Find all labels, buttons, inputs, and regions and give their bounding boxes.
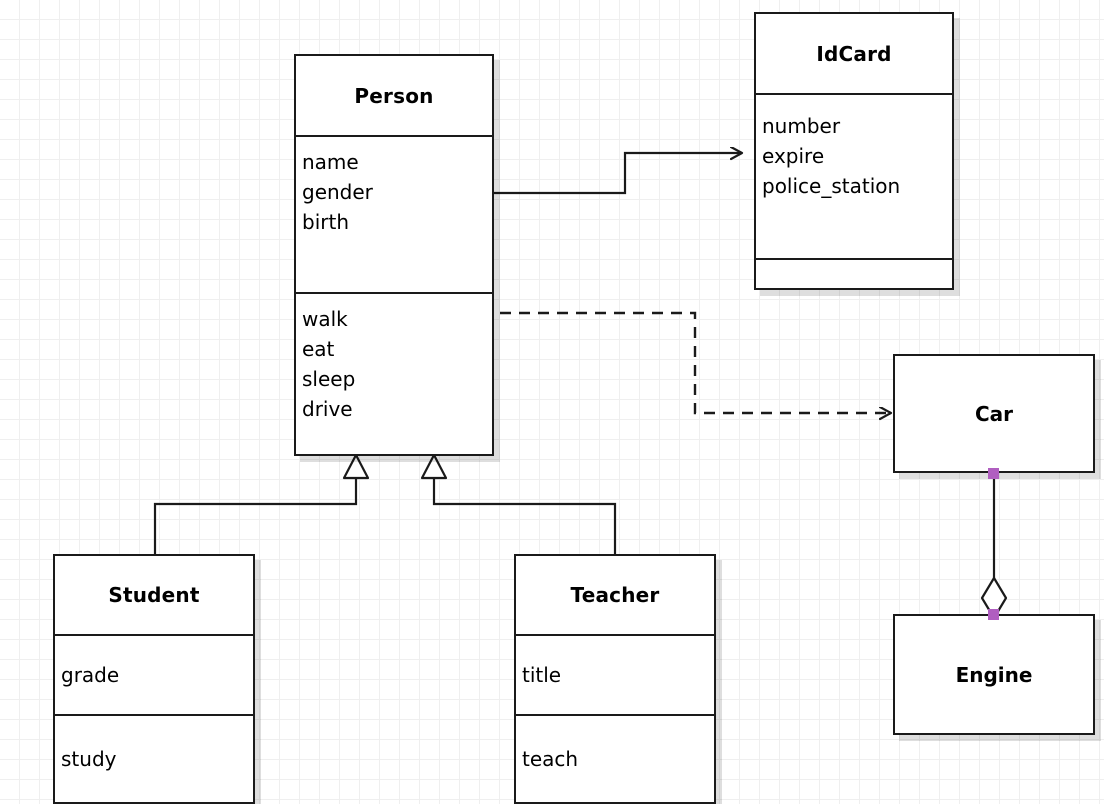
class-person[interactable]: Person name gender birth walk eat sleep … xyxy=(294,54,494,456)
edge-handle-car-bottom[interactable] xyxy=(988,468,999,479)
class-idcard-title: IdCard xyxy=(816,41,892,66)
class-person-methods: walk eat sleep drive xyxy=(296,292,492,454)
attribute-item: grade xyxy=(61,663,120,687)
class-teacher-methods: teach xyxy=(516,714,714,802)
attribute-item: expire xyxy=(762,144,825,168)
method-item: walk xyxy=(302,307,348,331)
method-item: study xyxy=(61,747,117,771)
class-idcard[interactable]: IdCard number expire police_station xyxy=(754,12,954,290)
class-student-attributes: grade xyxy=(55,634,253,714)
class-engine-title: Engine xyxy=(955,662,1033,687)
class-teacher-attributes: title xyxy=(516,634,714,714)
method-item: teach xyxy=(522,747,579,771)
class-engine[interactable]: Engine xyxy=(893,614,1095,735)
class-student[interactable]: Student grade study xyxy=(53,554,255,804)
class-person-attributes: name gender birth xyxy=(296,135,492,292)
class-student-methods: study xyxy=(55,714,253,802)
edge-teacher-person[interactable] xyxy=(420,453,617,554)
class-student-title: Student xyxy=(108,583,200,607)
edge-handle-engine-top[interactable] xyxy=(988,609,999,620)
class-idcard-attributes: number expire police_station xyxy=(756,93,952,258)
class-car[interactable]: Car xyxy=(893,354,1095,473)
method-item: sleep xyxy=(302,367,356,391)
edge-person-idcard[interactable] xyxy=(494,153,742,195)
edge-person-car[interactable] xyxy=(500,311,891,413)
attribute-item: gender xyxy=(302,180,373,204)
class-teacher[interactable]: Teacher title teach xyxy=(514,554,716,804)
class-car-title: Car xyxy=(974,401,1014,426)
class-person-title: Person xyxy=(354,83,434,108)
attribute-item: number xyxy=(762,114,841,138)
class-teacher-title: Teacher xyxy=(570,583,660,607)
class-idcard-methods xyxy=(756,258,952,288)
edge-student-person[interactable] xyxy=(153,453,370,554)
attribute-item: title xyxy=(522,663,562,687)
attribute-item: name xyxy=(302,150,359,174)
method-item: drive xyxy=(302,397,353,421)
edge-car-engine[interactable] xyxy=(980,473,1008,620)
method-item: eat xyxy=(302,337,335,361)
attribute-item: birth xyxy=(302,210,349,234)
attribute-item: police_station xyxy=(762,174,901,198)
